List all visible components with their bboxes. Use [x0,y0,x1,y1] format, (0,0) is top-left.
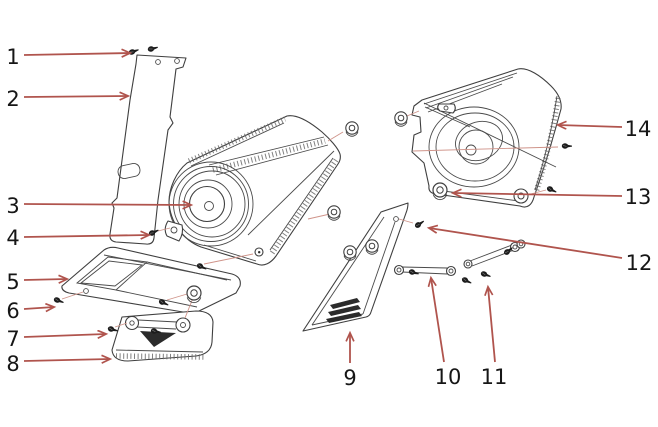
fastener-screw [408,269,419,275]
cover-right-flange-hatch [269,158,339,255]
cover-clip-tab [437,103,456,114]
callout-arrow-11 [488,287,496,363]
fastener-hole [174,58,180,64]
callout-arrow-4 [23,235,149,237]
cover-top-flange-hatch [187,116,287,164]
fastener-screw [561,143,572,149]
right-side-cover [411,68,562,208]
belt-band-hatch [212,138,326,173]
bracket-slot [140,331,176,347]
vent-slat [326,312,362,323]
callout-arrow-13 [453,193,623,196]
cover-ear-tab [164,220,184,242]
vented-panel [302,202,409,332]
callout-label-9: 9 [343,366,356,390]
leader-line [184,297,194,319]
fastener-grommet [365,239,379,255]
fastener-screw [480,271,491,277]
callout-label-4: 4 [6,226,19,250]
fastener-ring [513,188,529,204]
leader-line [157,227,171,232]
leader-line [327,131,344,142]
fasteners [53,46,572,334]
leader-line [406,110,420,117]
vent-slat [330,298,360,309]
callout-arrow-8 [23,359,110,361]
dome-center-hole [204,201,214,211]
fastener-screw [503,247,513,255]
fastener-screw [196,263,207,270]
stay-rod-front [393,264,457,277]
triangular-bracket [111,310,214,362]
fastener-screw [150,328,161,334]
leader-line [114,322,128,328]
fastener-nut-small [254,247,264,257]
callout-label-7: 7 [6,327,19,351]
leader-line [166,293,188,301]
callout-arrow-7 [23,334,106,337]
fastener-screw [546,186,557,193]
backing-plate [109,54,187,245]
fastener-grommet [343,245,357,261]
fastener-grommet [394,111,408,127]
fastener-screw [53,297,64,303]
vent-slat [328,305,361,316]
fastener-screw [414,220,425,228]
fastener-hole [155,59,161,65]
callout-arrow-1 [23,53,130,55]
bracket-boss [175,317,191,333]
callout-label-8: 8 [6,352,19,376]
callout-arrow-5 [23,279,67,280]
fastener-nut [186,285,202,304]
plate-slot [117,163,141,179]
fastener-screw [461,277,472,284]
fastener-screw [128,49,139,55]
fastener-screw [158,299,169,306]
callout-label-2: 2 [6,87,19,111]
callout-label-12: 12 [626,251,653,275]
callout-label-1: 1 [6,45,19,69]
callout-label-6: 6 [6,299,19,323]
callout-arrow-10 [431,278,445,363]
callout-label-14: 14 [625,117,652,141]
leader-line [412,146,559,152]
storage-tray [61,246,241,314]
callout-label-5: 5 [6,270,19,294]
leader-lines [61,110,559,328]
right-cover-ring [428,106,520,188]
callout-label-13: 13 [625,185,652,209]
leader-line [61,291,84,300]
fastener-screw [147,46,158,52]
fastener-grommet [327,205,341,221]
callout-arrow-6 [23,307,54,309]
leader-line [203,253,254,265]
callout-arrow-2 [23,96,128,97]
left-side-cover [164,115,341,266]
fastener-nut [432,182,448,201]
callout-arrow-3 [23,204,191,205]
callout-arrow-12 [429,228,623,259]
bracket-edge-hatch [115,353,205,360]
fastener-screw [107,326,118,332]
leader-line [398,218,414,224]
callout-arrow-14 [558,125,623,127]
fastener-grommet [345,121,359,137]
callout-label-11: 11 [481,365,508,389]
fastener-hole [83,288,89,294]
fastener-hole [393,216,399,222]
stay-rod-rear [463,239,526,269]
bracket-boss [124,315,140,331]
callout-label-3: 3 [6,194,19,218]
leader-line [307,213,331,220]
callout-label-10: 10 [435,365,462,389]
